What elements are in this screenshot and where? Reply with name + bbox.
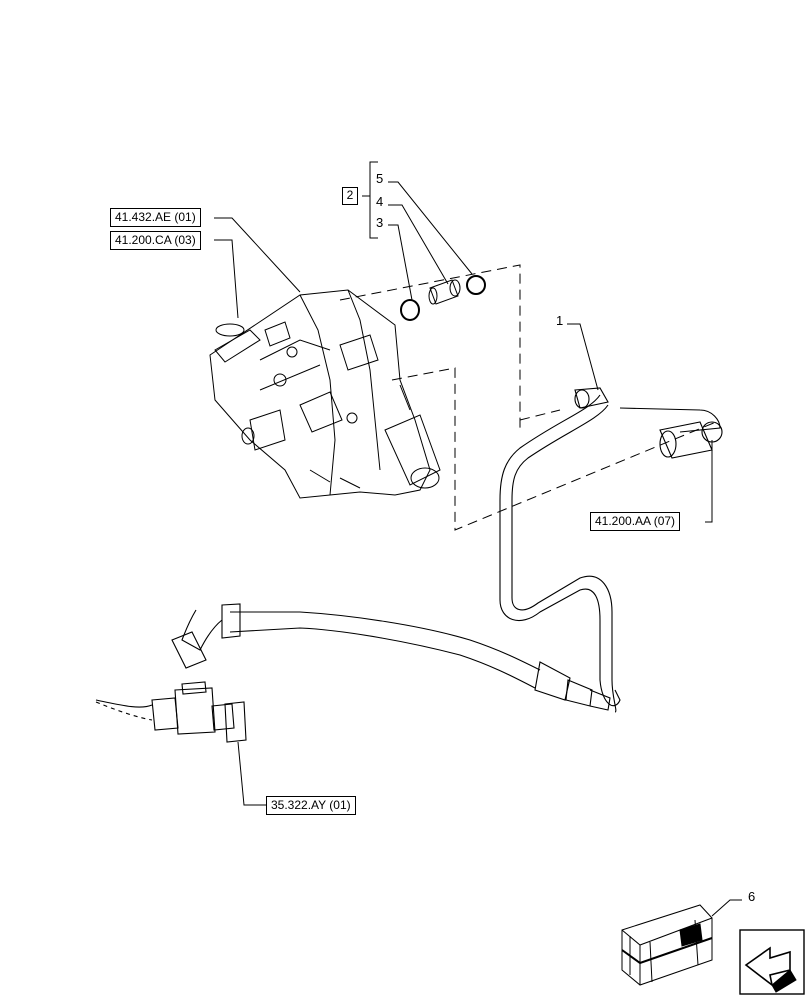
o-ring-part-3 [400, 299, 420, 321]
leader-ref-top1 [214, 217, 301, 293]
adapter-part-4 [428, 279, 461, 305]
group-bracket [362, 161, 378, 239]
callout-1: 1 [556, 313, 564, 328]
callout-6: 6 [748, 889, 756, 904]
crate-kit-icon [621, 904, 713, 986]
leader-callout-3 [388, 224, 413, 301]
callout-3: 3 [376, 215, 384, 230]
control-valve-block [209, 289, 441, 499]
leader-callout-6 [711, 899, 742, 917]
leader-ref-right [705, 440, 713, 523]
callout-5: 5 [376, 171, 384, 186]
hose-assembly [171, 603, 611, 711]
reference-label-41-200-aa[interactable]: 41.200.AA (07) [590, 512, 681, 531]
callout-4: 4 [376, 194, 384, 209]
tee-fitting [95, 681, 247, 743]
next-page-arrow-icon[interactable] [739, 929, 805, 995]
leader-callout-1 [567, 323, 599, 391]
pipe-part-1 [499, 387, 723, 713]
reference-label-41-432-ae[interactable]: 41.432.AE (01) [110, 208, 201, 227]
leader-callout-4 [388, 204, 449, 285]
leader-callout-5 [388, 181, 473, 275]
phantom-lines [339, 264, 717, 531]
leader-ref-bottom [237, 741, 270, 806]
leader-ref-top2 [214, 239, 239, 319]
reference-label-35-322-ay[interactable]: 35.322.AY (01) [266, 796, 356, 815]
group-callout-2: 2 [342, 187, 358, 205]
o-ring-part-5 [466, 275, 486, 295]
reference-label-41-200-ca[interactable]: 41.200.CA (03) [110, 231, 201, 250]
